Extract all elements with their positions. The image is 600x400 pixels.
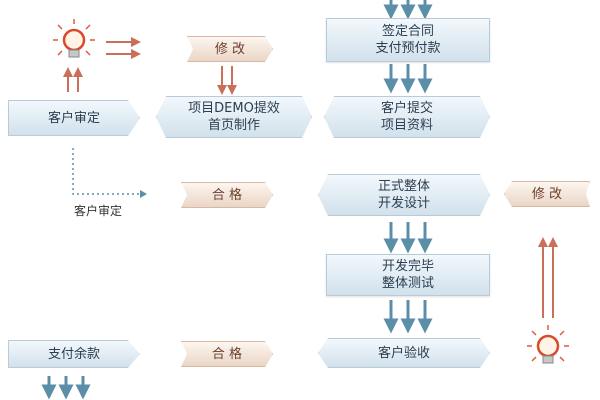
- red-arrows-bulb-right: [106, 37, 141, 59]
- dotted-connector: [72, 148, 140, 195]
- node-qualified-1-label: 合 格: [211, 187, 243, 203]
- arrows-into-contract: [383, 0, 433, 20]
- node-dev-complete-line2: 整体测试: [381, 276, 434, 291]
- arrows-design-to-complete: [383, 222, 433, 254]
- node-revise-top: 修 改: [187, 36, 273, 62]
- node-acceptance: 客户验收: [318, 338, 490, 368]
- node-sign-contract: 签定合同 支付预付款: [326, 18, 490, 62]
- node-pay-balance-label: 支付余款: [47, 346, 100, 362]
- node-client-review-1-label: 客户审定: [47, 110, 100, 126]
- arrows-complete-to-acceptance: [383, 300, 433, 334]
- node-formal-design-line2: 开发设计: [377, 196, 430, 211]
- node-revise-right: 修 改: [504, 181, 590, 207]
- node-dev-complete-line1: 开发完毕: [381, 259, 434, 274]
- node-qualified-2-label: 合 格: [211, 346, 243, 362]
- lightbulb-icon: [53, 19, 95, 58]
- node-demo-line1: 项目DEMO提效: [188, 101, 280, 116]
- arrows-contract-to-submit: [383, 64, 433, 94]
- red-arrows-up-to-bulb: [63, 67, 83, 92]
- node-client-submit-line2: 项目资料: [380, 118, 433, 133]
- node-acceptance-label: 客户验收: [377, 345, 430, 361]
- node-formal-design-line1: 正式整体: [377, 179, 430, 194]
- node-formal-design: 正式整体 开发设计: [318, 174, 490, 216]
- red-arrows-revise-to-demo: [217, 66, 237, 95]
- node-revise-right-label: 修 改: [531, 186, 563, 202]
- node-client-submit-line1: 客户提交: [380, 101, 433, 116]
- node-revise-top-label: 修 改: [214, 41, 246, 57]
- arrows-below-pay-balance: [41, 376, 91, 400]
- red-arrows-bulb-to-revise: [538, 237, 558, 318]
- lightbulb-icon: [527, 325, 569, 364]
- node-qualified-1: 合 格: [181, 182, 273, 208]
- node-dev-complete: 开发完毕 整体测试: [326, 254, 490, 296]
- client-review-2-label: 客户审定: [74, 204, 123, 218]
- node-pay-balance: 支付余款: [8, 340, 140, 368]
- node-client-submit: 客户提交 项目资料: [324, 96, 490, 138]
- node-sign-contract-line1: 签定合同: [381, 24, 434, 39]
- node-qualified-2: 合 格: [181, 341, 273, 367]
- node-demo: 项目DEMO提效 首页制作: [156, 96, 312, 138]
- node-sign-contract-line2: 支付预付款: [375, 41, 441, 56]
- node-demo-line2: 首页制作: [207, 118, 260, 133]
- node-client-review-1: 客户审定: [8, 100, 140, 136]
